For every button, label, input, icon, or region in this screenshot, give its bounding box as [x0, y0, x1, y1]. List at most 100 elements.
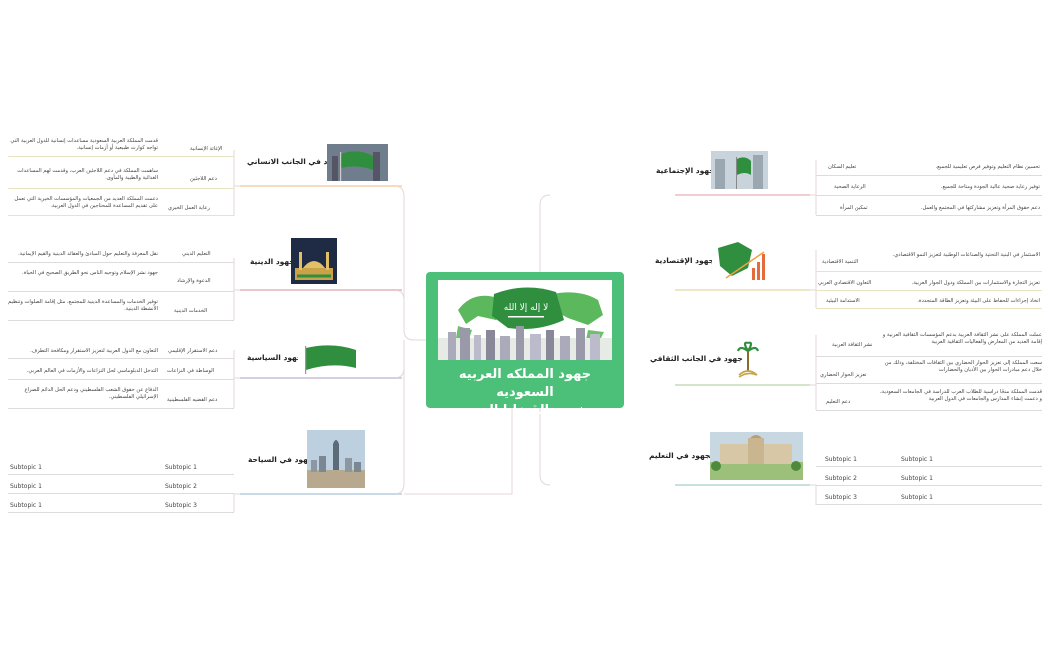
cultural-row3-text: قدمت المملكة منحًا دراسية للطلاب العرب ل…	[880, 389, 1042, 402]
row-divider	[8, 379, 234, 380]
tourism-row2-text: Subtopic 1	[10, 483, 42, 490]
political-row2-text: التدخل الدبلوماسي لحل النزاعات والأزمات …	[26, 368, 158, 374]
row-divider	[816, 175, 1042, 176]
central-topic[interactable]: لا إله إلا الله جهود المملكه العربيه الس…	[426, 272, 624, 418]
religious-row2-text: جهود نشر الإسلام وتوجيه الناس نحو الطريق…	[22, 270, 158, 276]
economic-row3-key: الاستدامة البيئية	[826, 298, 860, 304]
row-divider	[8, 188, 234, 189]
education-row2-text: Subtopic 1	[901, 475, 933, 482]
branch-social-title[interactable]: الجهود الإجتماعية	[656, 166, 721, 175]
political-row1-text: التعاون مع الدول العربية لتعزيز الاستقرا…	[30, 348, 158, 354]
saudi-map-flag-image: لا إله إلا الله	[438, 280, 612, 360]
branch-religious-title[interactable]: الجهود الدينية	[250, 257, 301, 266]
saudi-flag-image	[298, 342, 361, 374]
economic-row1-text: الاستثمار في البنية التحتية والصناعات ال…	[892, 252, 1040, 258]
social-row2-key: الرعاية الصحية	[834, 184, 866, 190]
cultural-row3-key: دعم التعليم	[826, 399, 851, 405]
tourism-row2-key: Subtopic 2	[165, 483, 197, 490]
social-row2-text: توفير رعاية صحية عالية الجودة ومتاحة للج…	[940, 184, 1040, 190]
svg-text:لا إله إلا الله: لا إله إلا الله	[504, 303, 548, 313]
cultural-row1-text: عملت المملكة على نشر الثقافة العربية بدع…	[882, 332, 1042, 345]
branch-economic-title[interactable]: الجهود الإقتصادية	[655, 256, 720, 265]
row-divider	[816, 466, 1042, 467]
central-title-line2: وخدمه القضايا العربيه	[455, 403, 595, 418]
row-divider	[816, 485, 1042, 486]
religious-row2-key: الدعوة والإرشاد	[177, 278, 211, 284]
row-divider	[8, 156, 234, 157]
social-row3-key: تمكين المرأة	[840, 205, 868, 211]
branch-cultural-title[interactable]: جهود في الجانب الثقافي	[650, 354, 743, 363]
university-campus-image	[710, 432, 803, 480]
economic-row1-key: التنمية الاقتصادية	[822, 259, 859, 265]
cultural-row2-key: تعزيز الحوار الحضاري	[820, 372, 867, 378]
political-row3-text: الدفاع عن حقوق الشعب الفلسطيني ودعم الحل…	[24, 387, 158, 400]
flag-tower-image	[711, 151, 768, 189]
religious-row3-key: الخدمات الدينية	[174, 308, 208, 314]
row-divider	[816, 308, 1042, 309]
branch-political-title[interactable]: الجهود السياسية	[247, 353, 308, 362]
tourism-row1-key: Subtopic 1	[165, 464, 197, 471]
tourism-row3-text: Subtopic 1	[10, 502, 42, 509]
row-divider	[8, 474, 234, 475]
flag-city-image	[327, 144, 388, 181]
row-divider	[816, 410, 1042, 411]
religious-row1-key: التعليم الديني	[182, 251, 211, 257]
row-divider	[816, 356, 1042, 357]
education-row2-key: Subtopic 2	[825, 475, 857, 482]
central-title-line1: جهود المملكه العربيه السعوديه	[458, 367, 592, 400]
education-row3-key: Subtopic 3	[825, 494, 857, 501]
religious-row1-text: نقل المعرفة والتعليم حول المبادئ والعقائ…	[18, 251, 158, 257]
branch-cultural-underline	[675, 384, 810, 386]
palm-swords-emblem-icon	[736, 341, 760, 378]
row-divider	[8, 262, 234, 263]
tourism-row3-key: Subtopic 3	[165, 502, 197, 509]
branch-political-underline	[240, 377, 402, 379]
humanitarian-row2-key: دعم اللاجئين	[190, 176, 217, 182]
humanitarian-row1-key: الإغاثة الإنسانية	[190, 146, 223, 152]
social-row1-key: تعليم السكان	[828, 164, 857, 170]
cultural-row2-text: سعت المملكة إلى تعزيز الحوار الحضاري بين…	[884, 360, 1042, 373]
row-divider	[816, 215, 1042, 216]
political-row2-key: الوساطة في النزاعات	[167, 368, 215, 374]
branch-education-underline	[675, 484, 810, 486]
economic-row3-text: اتخاذ إجراءات للحفاظ على البيئة وتعزيز ا…	[917, 298, 1040, 304]
row-divider	[8, 291, 234, 292]
political-row3-key: دعم القضيه الفلسطينية	[167, 397, 218, 403]
row-divider	[8, 215, 234, 216]
branch-economic-underline	[675, 289, 810, 291]
branch-education-title[interactable]: الجهود في التعليم	[649, 451, 716, 460]
economy-growth-image	[712, 238, 768, 284]
education-row3-text: Subtopic 1	[901, 494, 933, 501]
education-row1-key: Subtopic 1	[825, 456, 857, 463]
social-row1-text: تحسين نظام التعليم وتوفير فرص تعليمية لل…	[935, 164, 1041, 170]
branch-humanitarian-title[interactable]: جهود في الجانب الانساني	[247, 157, 343, 166]
humanitarian-row1-text: قدمت المملكة العربية السعودية مساعدات إن…	[10, 138, 158, 151]
branch-social-underline	[675, 194, 810, 196]
economic-row2-key: التعاون الاقتصادي العربي	[818, 280, 872, 286]
row-divider	[8, 493, 234, 494]
humanitarian-row3-key: رعاية العمل الخيري	[168, 205, 211, 211]
row-divider	[8, 408, 234, 409]
row-divider	[816, 290, 1042, 291]
tourism-row1-text: Subtopic 1	[10, 464, 42, 471]
row-divider	[816, 383, 1042, 384]
branch-humanitarian-underline	[240, 185, 402, 187]
row-divider	[816, 195, 1042, 196]
central-title: جهود المملكه العربيه السعوديه وخدمه القض…	[432, 366, 618, 420]
branch-tourism-title[interactable]: الجهود في السياحة	[248, 455, 319, 464]
social-row3-text: دعم حقوق المرأة وتعزيز مشاركتها في المجت…	[920, 205, 1040, 211]
row-divider	[8, 512, 234, 513]
riyadh-skyline-image	[307, 430, 365, 488]
row-divider	[816, 504, 1042, 505]
cultural-row1-key: نشر الثقافة العربية	[832, 342, 873, 348]
row-divider	[8, 320, 234, 321]
humanitarian-row2-text: ساهمت المملكة في دعم اللاجئين العرب، وقد…	[17, 168, 158, 181]
mosque-image	[291, 238, 337, 284]
row-divider	[816, 271, 1042, 272]
religious-row3-text: توفير الخدمات والمساعدة الدينية للمجتمع،…	[8, 299, 158, 312]
branch-tourism-underline	[240, 493, 402, 495]
economic-row2-text: تعزيز التجارة والاستثمارات بين المملكة و…	[911, 280, 1040, 286]
political-row1-key: دعم الاستقرار الإقليمي	[168, 348, 218, 354]
education-row1-text: Subtopic 1	[901, 456, 933, 463]
humanitarian-row3-text: دعمت المملكة العديد من الجمعيات والمؤسسا…	[14, 196, 158, 209]
